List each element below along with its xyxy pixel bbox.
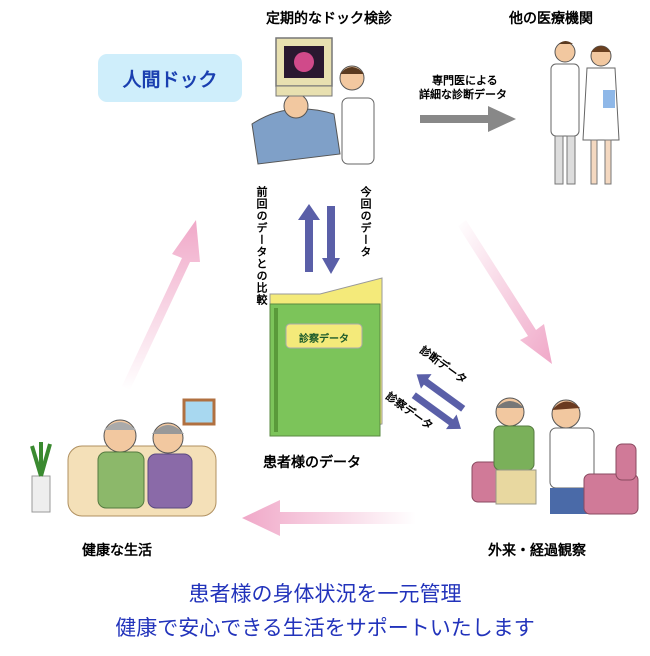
tagline-line2: 健康で安心できる生活をサポートいたします [115,616,535,640]
healthy-life-illustration [30,398,217,517]
outpatient-illustration [471,397,639,515]
outpatient-label: 外来・経過観察 [488,543,586,559]
arrow-to-healthy-life [242,500,416,536]
doctor-nurse-illustration [550,41,620,185]
arrow-to-outpatient [458,220,552,364]
exchange-arrows-diagonal [411,374,466,430]
checkup-illustration [251,37,375,165]
folder-tag-label: 診察データ [299,334,349,345]
checkup-label: 定期的なドック検診 [266,11,392,27]
other-institution-label: 他の医療機関 [509,11,593,27]
exchange-arrows-vertical [298,204,340,274]
patient-data-label: 患者様のデータ [263,455,361,471]
healthy-life-label: 健康な生活 [82,543,152,559]
specialist-data-line2: 詳細な診断データ [419,88,507,101]
arrow-to-checkup [122,220,200,390]
ningen-dock-badge: 人間ドック [98,54,242,102]
compare-previous-label: 前回のデータとの比較 [255,186,268,306]
tagline-line1: 患者様の身体状況を一元管理 [188,582,462,606]
patient-data-folder [269,277,383,437]
specialist-data-line1: 専門医による [432,74,498,87]
specialist-arrow [420,106,516,132]
current-data-label: 今回のデータ [359,186,372,258]
